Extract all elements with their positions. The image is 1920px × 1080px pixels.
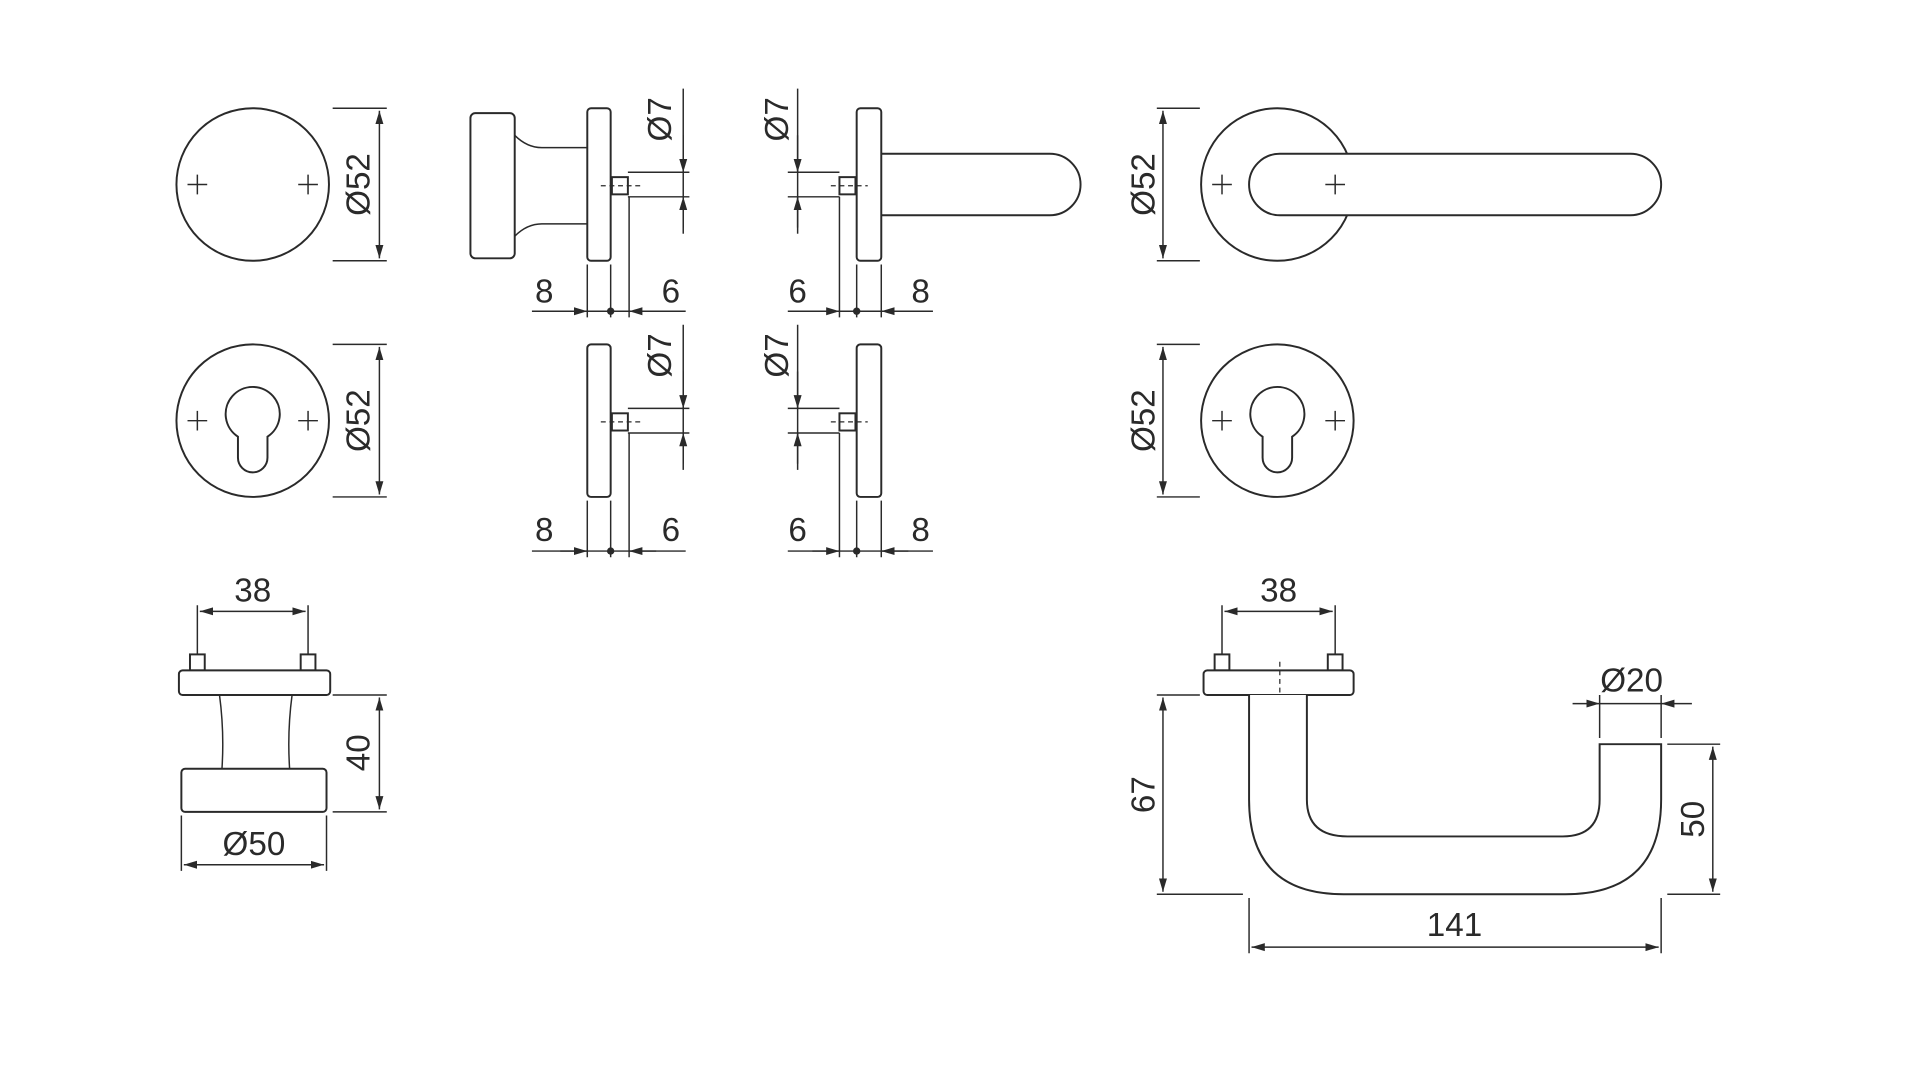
dim-spindle-offset: 6 xyxy=(662,274,680,311)
dim-spindle-diameter: Ø7 xyxy=(642,97,679,141)
dim-rosette-diameter: Ø52 xyxy=(341,153,378,216)
dim-spindle-diameter: Ø7 xyxy=(759,97,796,141)
dim-rosette-thickness: 8 xyxy=(535,512,553,549)
dim-rosette-thickness: 8 xyxy=(535,274,553,311)
dim-rosette-thickness: 8 xyxy=(911,274,929,311)
dim-spindle-offset: 6 xyxy=(788,274,806,311)
dim-spindle-diameter: Ø7 xyxy=(759,333,796,377)
dim-knob-diameter: Ø50 xyxy=(223,826,286,863)
escutcheon-side-view-left: Ø7 8 6 xyxy=(531,324,690,558)
escutcheon-side-view-right: Ø7 6 8 xyxy=(759,324,933,558)
round-rosette-front: Ø52 xyxy=(175,107,387,262)
lever-side-view: Ø7 6 8 xyxy=(759,88,1082,318)
dim-lever-height: 67 xyxy=(1125,776,1162,813)
dim-spindle-offset: 6 xyxy=(788,512,806,549)
euro-rosette-front-right: Ø52 xyxy=(1125,343,1355,498)
euro-rosette-front: Ø52 xyxy=(175,343,387,498)
dim-rosette-diameter: Ø52 xyxy=(1125,153,1162,216)
lever-top-view: 38 Ø20 67 50 141 xyxy=(1125,573,1721,954)
dim-knob-height: 40 xyxy=(341,734,378,771)
dim-rosette-thickness: 8 xyxy=(911,512,929,549)
lever-front-view: Ø52 xyxy=(1125,107,1663,262)
dim-lever-length: 141 xyxy=(1427,907,1482,944)
dim-spindle-diameter: Ø7 xyxy=(642,333,679,377)
dim-spindle-offset: 6 xyxy=(662,512,680,549)
dim-screw-spacing: 38 xyxy=(1260,573,1297,610)
dim-screw-spacing: 38 xyxy=(234,573,271,610)
dim-lever-end-height: 50 xyxy=(1675,801,1712,838)
dim-rosette-diameter: Ø52 xyxy=(1125,389,1162,452)
knob-side-view: Ø7 8 6 xyxy=(469,88,690,318)
knob-top-view: 38 40 Ø50 xyxy=(177,573,387,871)
dim-lever-diameter: Ø20 xyxy=(1600,662,1663,699)
dim-rosette-diameter: Ø52 xyxy=(341,389,378,452)
